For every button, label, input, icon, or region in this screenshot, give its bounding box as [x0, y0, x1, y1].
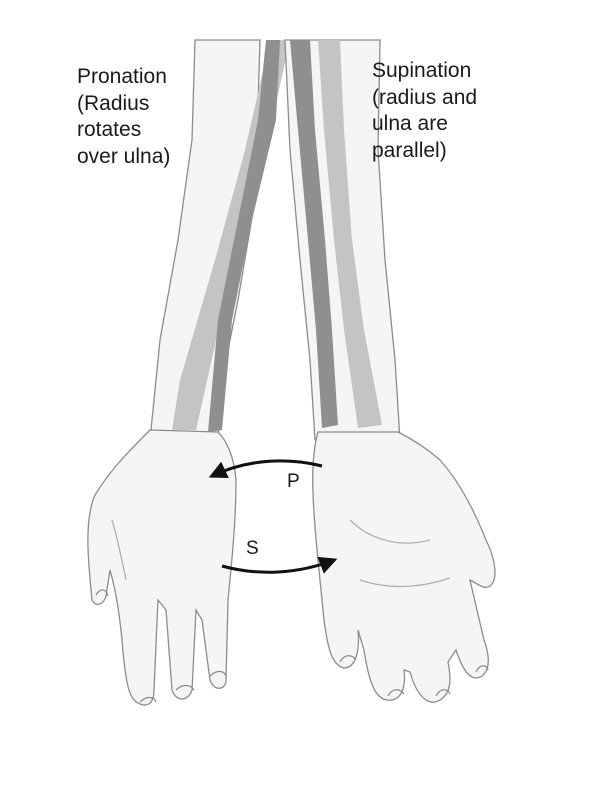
- supination-arrow-letter: S: [246, 538, 259, 559]
- pronation-label-line-2: (Radius: [77, 91, 150, 115]
- supination-label-line-3: ulna are: [372, 112, 448, 135]
- pronated-hand: [87, 429, 237, 706]
- pronation-label-line-4: over ulna): [77, 144, 171, 168]
- ulna-bone-pronated: [208, 40, 280, 432]
- pronation-arrow: [208, 459, 323, 478]
- supination-arrow: [221, 556, 338, 574]
- supinated-bones: [290, 40, 382, 428]
- pronation-label-line-1: Pronation: [77, 65, 167, 88]
- ulna-bone-supinated: [290, 40, 338, 428]
- supination-label-line-2: (radius and: [372, 85, 478, 109]
- supinated-hand: [312, 431, 496, 703]
- pronation-label-line-3: rotates: [77, 118, 142, 141]
- supination-label-line-1: Supination: [372, 59, 472, 82]
- supination-label: Supination (radius and ulna are parallel…: [372, 58, 477, 164]
- radius-bone-supinated: [318, 40, 382, 428]
- supination-label-line-4: parallel): [372, 138, 447, 162]
- pronation-label: Pronation (Radius rotates over ulna): [77, 64, 170, 170]
- pronated-bones: [172, 40, 290, 432]
- pronation-arrow-letter: P: [287, 471, 300, 492]
